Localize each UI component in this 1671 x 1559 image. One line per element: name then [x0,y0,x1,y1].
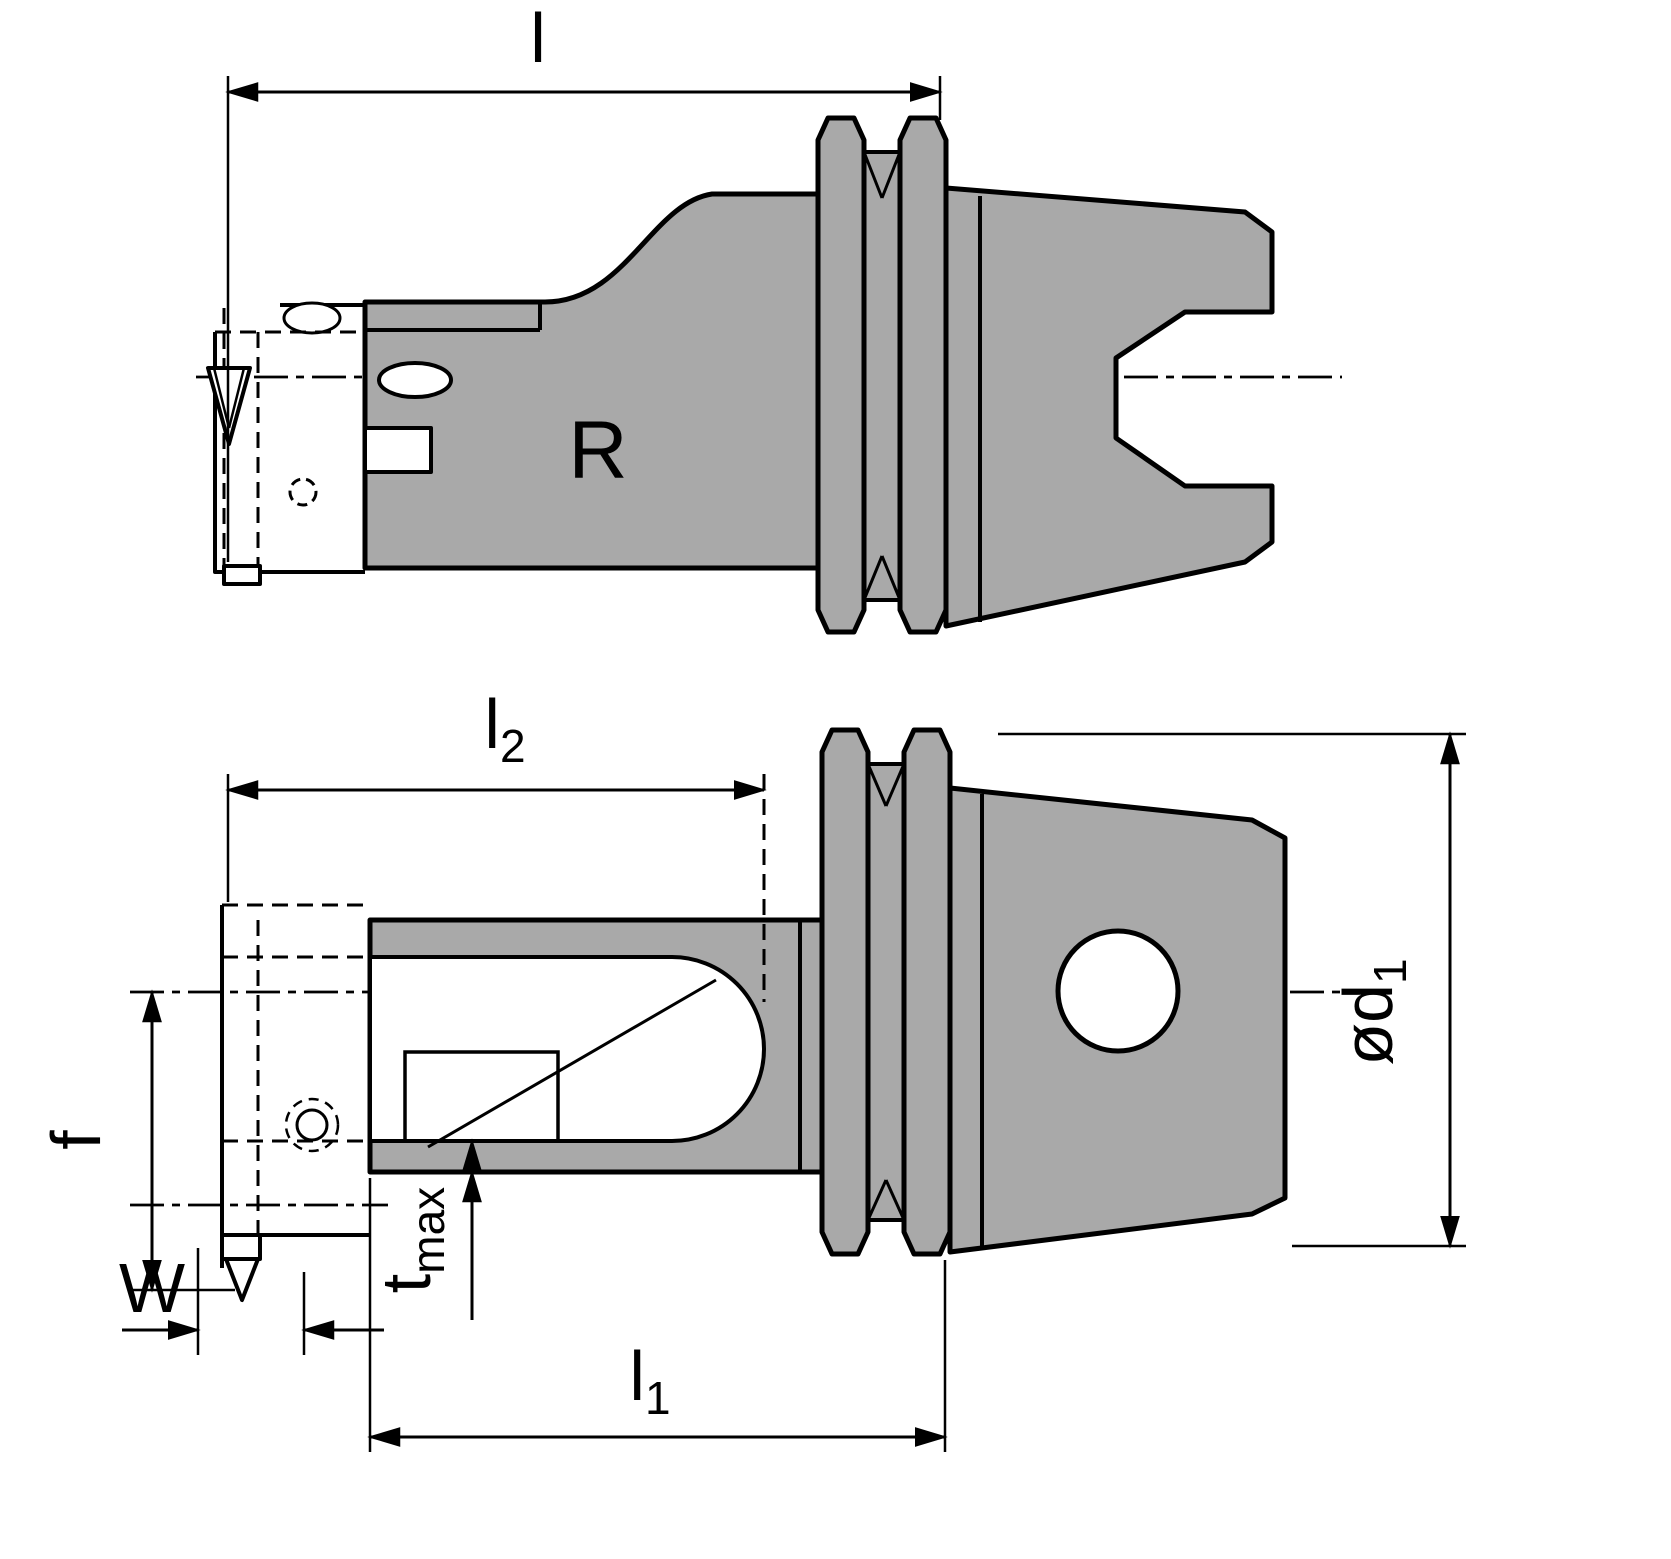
groove-v-top-left-b [866,763,888,807]
groove-v-bottom-right [880,555,902,601]
dimension-l: l [225,0,943,562]
flange-groove-surface-bottom [866,762,906,1222]
dimension-d1: ød1 [998,731,1466,1249]
bottom-view: l2 l1 ød1 f [37,685,1466,1452]
top-view-body [362,115,1275,635]
clamp-notch [363,426,433,474]
clamp-pin [282,301,342,335]
dimension-l1: l1 [367,1178,948,1452]
groove-v-top-right-b [884,763,906,807]
bottom-view-cutting-head [220,903,372,1302]
taper-shank [943,185,1275,629]
bottom-view-details [372,763,1181,1248]
insert-tip-b [224,1257,260,1302]
dim-t-label: tmax [367,1187,454,1293]
groove-v-bottom-left-b [866,1179,888,1221]
flange-ring-rear [897,115,949,635]
dimension-f: f [37,989,235,1293]
dim-l2-label: l2 [484,685,525,772]
head-lower-tab [222,564,262,586]
groove-v-top-right [880,151,902,199]
groove-v-top-left [862,151,884,199]
insert-screw-hole [288,477,318,507]
flange-ring-front-bottom [819,727,871,1257]
dimension-w: W [119,1248,384,1355]
top-view-cutting-head [206,301,365,586]
dim-l1-label: l1 [629,1337,670,1424]
insert-tip-facet-left [212,367,231,429]
clamp-screw-slot [377,361,453,399]
shank-body [362,191,821,571]
insert-screw-hole-hidden [284,1097,340,1153]
dim-w-label: W [119,1249,185,1327]
dimension-tmax: tmax [367,1138,482,1320]
top-view-details: R [363,151,982,622]
head-outline [213,332,365,574]
head-lower-tab-b [220,1233,262,1261]
top-view: R l [196,0,1342,635]
flange-ring-rear-bottom [901,727,953,1257]
blade-diagonal [427,978,717,1149]
dim-d1-label: ød1 [1329,958,1416,1065]
dim-f-label: f [37,1130,115,1150]
flange-ring-front [815,115,867,635]
groove-v-bottom-right-b [884,1179,906,1221]
blade-slot-outline [372,955,766,1143]
hand-marking: R [568,405,627,496]
dimension-l2: l2 [225,685,767,1002]
drive-hole [1055,928,1181,1054]
insert-screw-hole-b [295,1108,329,1142]
blade-slot-fill [372,957,764,1141]
flange-groove-surface [862,150,902,602]
dim-l-label: l [530,0,546,77]
groove-v-bottom-left [862,555,884,601]
insert-tip-facet-right [227,367,246,429]
